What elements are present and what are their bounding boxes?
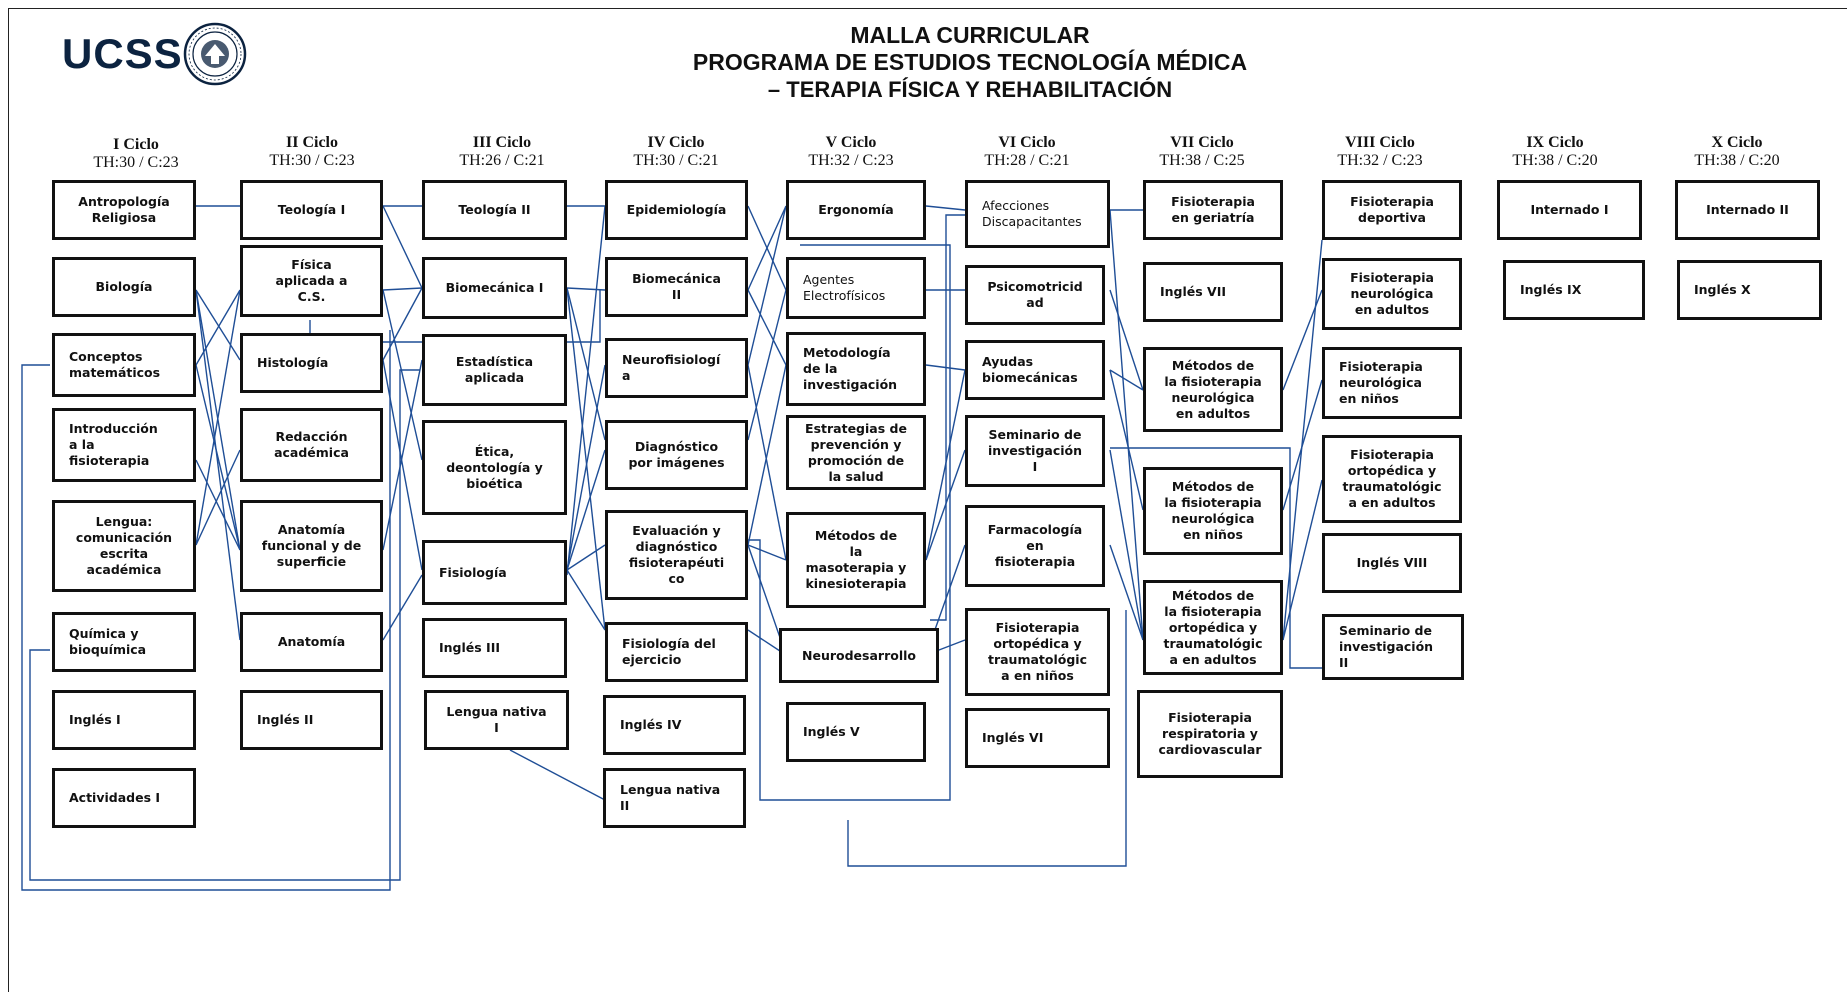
course-ingles-8: Inglés VIII	[1322, 533, 1462, 593]
course-ingles-7: Inglés VII	[1143, 262, 1283, 322]
course-ergonomia: Ergonomía	[786, 180, 926, 240]
course-histologia: Histología	[240, 333, 383, 393]
course-ingles-9: Inglés IX	[1503, 260, 1645, 320]
course-ingles-1: Inglés I	[52, 690, 196, 750]
course-internado-1: Internado I	[1497, 180, 1642, 240]
title-line-1: MALLA CURRICULAR	[850, 22, 1090, 48]
course-biologia: Biología	[52, 257, 196, 317]
course-ingles-4: Inglés IV	[603, 695, 746, 755]
course-biomecanica-1: Biomecánica I	[422, 257, 567, 319]
course-fisiologia: Fisiología	[422, 540, 567, 605]
course-teologia-1: Teología I	[240, 180, 383, 240]
course-neurodesarrollo: Neurodesarrollo	[779, 628, 939, 683]
title-line-2: PROGRAMA DE ESTUDIOS TECNOLOGÍA MÉDICA	[692, 49, 1248, 75]
course-ingles-3: Inglés III	[422, 618, 567, 678]
course-ingles-6: Inglés VI	[965, 708, 1110, 768]
course-ingles-2: Inglés II	[240, 690, 383, 750]
page-frame	[8, 8, 1847, 992]
course-epidemiologia: Epidemiología	[605, 180, 748, 240]
course-anatomia: Anatomía	[240, 612, 383, 672]
logo-text: UCSS	[62, 30, 183, 77]
course-ingles-5: Inglés V	[786, 702, 926, 762]
title-line-3: – TERAPIA FÍSICA Y REHABILITACIÓN	[767, 77, 1173, 102]
course-teologia-2: Teología II	[422, 180, 567, 240]
course-internado-2: Internado II	[1675, 180, 1820, 240]
ucss-logo: UCSS	[62, 22, 272, 90]
university-seal-icon	[183, 22, 247, 86]
course-ingles-10: Inglés X	[1677, 260, 1822, 320]
course-actividades-1: Actividades I	[52, 768, 196, 828]
